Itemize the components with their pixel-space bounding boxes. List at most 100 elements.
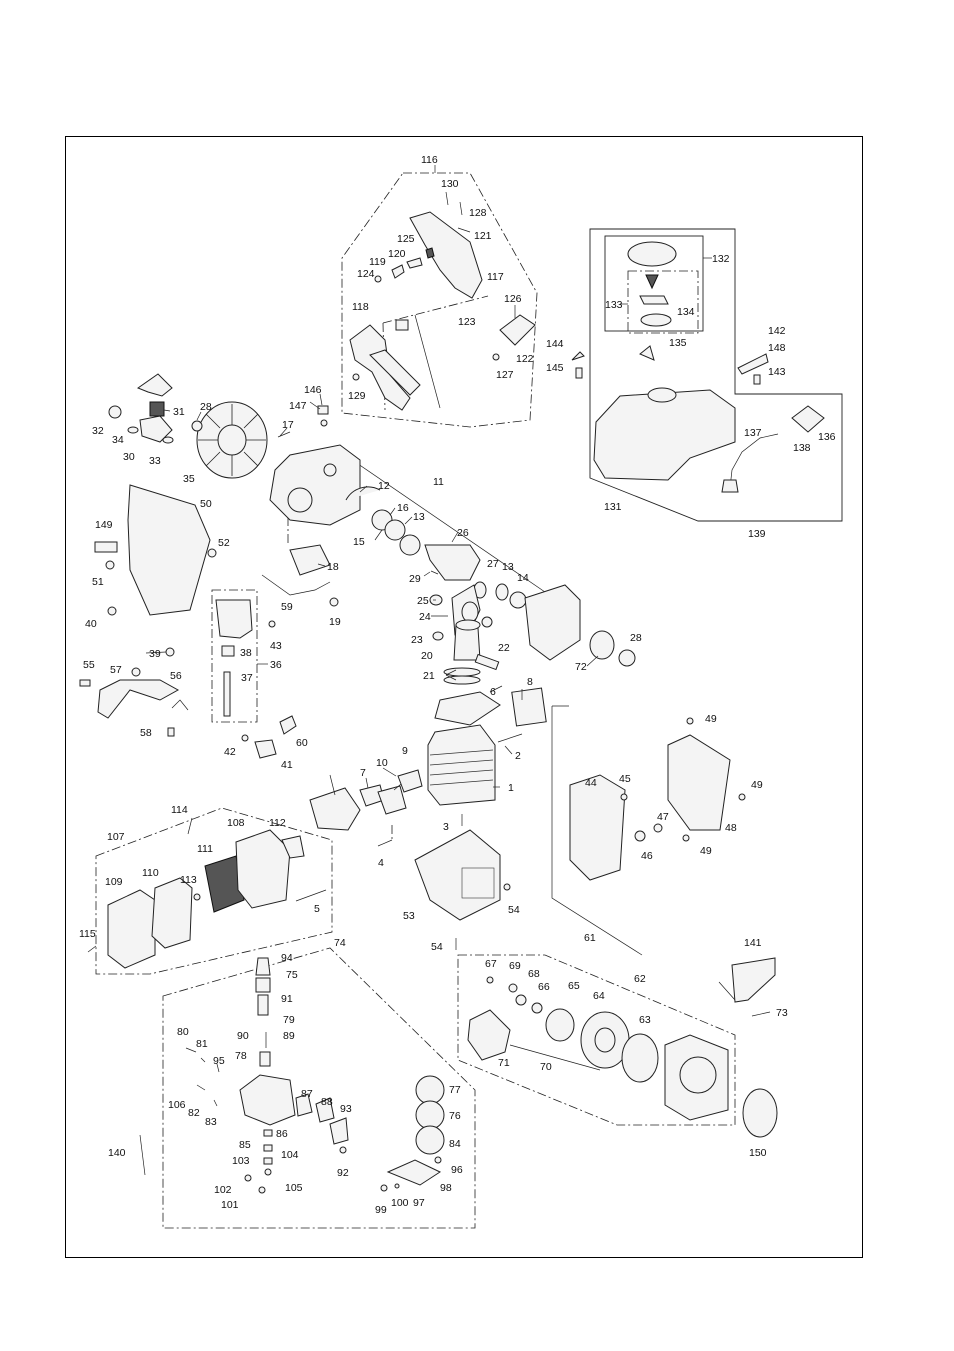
group-107-boundary [95, 807, 333, 975]
label-35: 35 [183, 473, 195, 485]
label-131: 131 [604, 501, 622, 513]
clutch-flywheel [108, 373, 329, 479]
label-85: 85 [239, 1139, 251, 1151]
label-105: 105 [285, 1182, 303, 1194]
diagram-frame [65, 136, 863, 1258]
label-22: 22 [498, 642, 510, 654]
label-51: 51 [92, 576, 104, 588]
label-97: 97 [413, 1197, 425, 1209]
label-107: 107 [107, 831, 125, 843]
label-129: 129 [348, 390, 366, 402]
label-26: 26 [457, 527, 469, 539]
label-127: 127 [496, 369, 514, 381]
label-54b: 54 [431, 941, 443, 953]
label-99: 99 [375, 1204, 387, 1216]
label-14: 14 [517, 572, 529, 584]
label-140: 140 [108, 1147, 126, 1159]
label-18: 18 [327, 561, 339, 573]
label-37: 37 [241, 672, 253, 684]
leader-lines [145, 393, 599, 791]
label-146: 146 [304, 384, 322, 396]
loop-handle [79, 667, 189, 737]
starter-assembly [467, 957, 778, 1138]
carb-mount [295, 769, 463, 902]
label-132: 132 [712, 253, 730, 265]
label-33: 33 [149, 455, 161, 467]
label-106: 106 [168, 1099, 186, 1111]
group-36-boundary [211, 589, 258, 723]
label-96: 96 [451, 1164, 463, 1176]
label-52: 52 [218, 537, 230, 549]
label-144: 144 [546, 338, 564, 350]
label-118: 118 [352, 301, 369, 313]
label-75: 75 [286, 969, 298, 981]
group-74-boundary [162, 947, 476, 1229]
label-7: 7 [360, 767, 366, 779]
label-13b: 13 [502, 561, 514, 573]
label-16: 16 [397, 502, 409, 514]
label-62: 62 [634, 973, 646, 985]
label-93: 93 [340, 1103, 352, 1115]
label-121: 121 [474, 230, 492, 242]
label-70: 70 [540, 1061, 552, 1073]
label-76: 76 [449, 1110, 461, 1122]
label-124: 124 [357, 268, 375, 280]
label-143: 143 [768, 366, 786, 378]
handle-assembly [349, 191, 536, 411]
label-65: 65 [568, 980, 580, 992]
label-102: 102 [214, 1184, 232, 1196]
label-98: 98 [440, 1182, 452, 1194]
label-72: 72 [575, 661, 587, 673]
group-133-boundary [627, 270, 699, 334]
label-9: 9 [402, 745, 408, 757]
label-61: 61 [584, 932, 596, 944]
label-60: 60 [296, 737, 308, 749]
label-20: 20 [421, 650, 433, 662]
ignition-group [165, 599, 297, 759]
label-34: 34 [112, 434, 124, 446]
label-83: 83 [205, 1116, 217, 1128]
label-45: 45 [619, 773, 631, 785]
label-142: 142 [768, 325, 786, 337]
label-126: 126 [504, 293, 522, 305]
label-58: 58 [140, 727, 152, 739]
label-84: 84 [449, 1138, 461, 1150]
label-139: 139 [748, 528, 766, 540]
label-15: 15 [353, 536, 365, 548]
label-64: 64 [593, 990, 605, 1002]
label-32: 32 [92, 425, 104, 437]
label-74: 74 [334, 937, 346, 949]
label-120: 120 [388, 248, 406, 260]
label-149: 149 [95, 519, 113, 531]
group-116-boundary [341, 172, 538, 428]
label-68: 68 [528, 968, 540, 980]
label-28b: 28 [630, 632, 642, 644]
label-130: 130 [441, 178, 459, 190]
label-11: 11 [433, 476, 444, 488]
part-labels: 116 130 128 121 125 120 119 124 117 118 … [79, 154, 836, 1216]
label-119: 119 [369, 256, 386, 268]
label-54a: 54 [508, 904, 520, 916]
label-49c: 49 [700, 845, 712, 857]
label-101: 101 [221, 1199, 239, 1211]
label-108: 108 [227, 817, 245, 829]
label-6: 6 [490, 686, 496, 698]
label-145: 145 [546, 362, 564, 374]
label-38: 38 [240, 647, 252, 659]
label-59: 59 [281, 601, 293, 613]
label-30: 30 [123, 451, 135, 463]
label-92: 92 [337, 1167, 349, 1179]
label-138: 138 [793, 442, 811, 454]
label-53: 53 [403, 910, 415, 922]
label-117: 117 [487, 271, 504, 283]
label-12: 12 [378, 480, 390, 492]
label-137: 137 [744, 427, 762, 439]
label-69: 69 [509, 960, 521, 972]
label-128: 128 [469, 207, 487, 219]
label-111: 111 [197, 843, 213, 855]
left-cover [94, 484, 339, 616]
label-39: 39 [149, 648, 161, 660]
label-46: 46 [641, 850, 653, 862]
label-28a: 28 [200, 401, 212, 413]
